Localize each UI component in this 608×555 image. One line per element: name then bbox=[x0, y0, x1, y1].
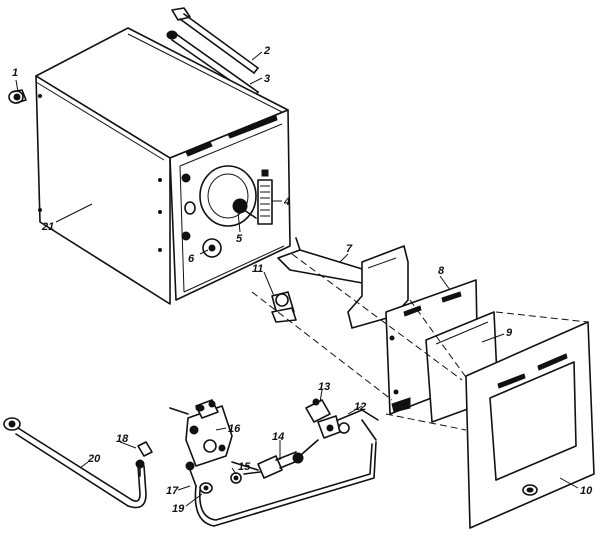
gas-tubing bbox=[194, 441, 377, 527]
callout-4: 4 bbox=[283, 196, 290, 208]
part-1-cap[interactable] bbox=[8, 89, 27, 104]
callout-18: 18 bbox=[116, 433, 129, 445]
callout-11: 11 bbox=[252, 263, 263, 275]
part-2-rod[interactable] bbox=[171, 7, 259, 74]
callout-6: 6 bbox=[188, 253, 195, 265]
callout-5: 5 bbox=[236, 233, 243, 245]
callout-7: 7 bbox=[346, 243, 353, 255]
callout-20: 20 bbox=[87, 453, 101, 465]
callout-3: 3 bbox=[264, 73, 270, 85]
callout-2: 2 bbox=[263, 45, 270, 57]
part-21-cabinet[interactable] bbox=[35, 27, 291, 305]
part-10-frame[interactable] bbox=[465, 321, 595, 529]
callout-16: 16 bbox=[228, 423, 241, 435]
callout-8: 8 bbox=[438, 265, 445, 277]
callout-1: 1 bbox=[12, 67, 18, 79]
alignment-lines bbox=[251, 253, 589, 431]
part-11-bracket[interactable] bbox=[271, 291, 297, 323]
part-17-fitting[interactable] bbox=[185, 461, 197, 487]
part-14-orifice-tube[interactable] bbox=[257, 439, 319, 479]
callout-14: 14 bbox=[272, 431, 284, 443]
callout-labels: 1 2 3 4 5 6 7 8 9 10 11 12 13 14 15 16 1… bbox=[12, 45, 593, 515]
part-19-fitting[interactable] bbox=[199, 482, 213, 494]
callout-9: 9 bbox=[506, 327, 513, 339]
callout-12: 12 bbox=[354, 401, 366, 413]
leader-lines bbox=[15, 51, 579, 507]
callout-13: 13 bbox=[318, 381, 330, 393]
part-20-tube[interactable] bbox=[3, 417, 147, 509]
callout-19: 19 bbox=[172, 503, 185, 515]
callout-15: 15 bbox=[238, 461, 251, 473]
part-15-fitting[interactable] bbox=[230, 472, 242, 484]
callout-17: 17 bbox=[166, 485, 179, 497]
part-12-thermocouple[interactable] bbox=[337, 409, 379, 441]
part-13-pilot[interactable] bbox=[305, 398, 341, 439]
callout-21: 21 bbox=[41, 221, 54, 233]
callout-10: 10 bbox=[580, 485, 593, 497]
part-16-gas-valve[interactable] bbox=[169, 399, 233, 467]
